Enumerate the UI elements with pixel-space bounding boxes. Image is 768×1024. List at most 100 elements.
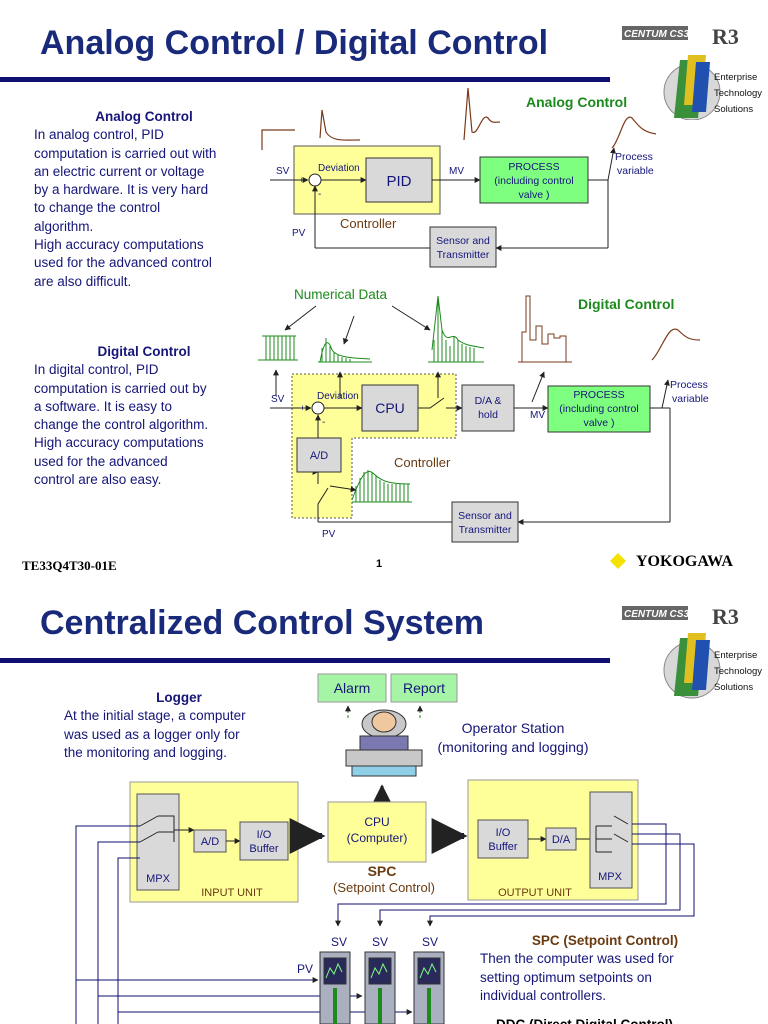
nd-arrow-2	[342, 315, 355, 345]
digital-pv-label: PV	[322, 529, 336, 540]
ddc-heading-partial: DDC (Direct Digital Control)	[496, 1016, 673, 1024]
logo-band-dark	[622, 26, 688, 40]
analog-sensor-box	[429, 226, 497, 268]
pv-output-label: variable	[617, 165, 654, 177]
control-diagrams: Analog Control PID PROCESS (including co…	[258, 87, 709, 543]
report-label: Report	[403, 680, 445, 696]
spc-heading: SPC (Setpoint Control)	[531, 933, 679, 948]
analog-line: algorithm.	[34, 218, 94, 234]
output-mpx-label: MPX	[598, 871, 623, 883]
analog-process-box	[479, 156, 589, 204]
input-io-line: I/O	[257, 829, 272, 841]
digital-summing-junction	[311, 401, 325, 415]
plus-sign: +	[299, 175, 304, 185]
mv-waveform	[463, 87, 501, 141]
logo-band-text: CENTUM CS3000 R3	[624, 609, 722, 620]
digital-controller-label: Controller	[394, 455, 451, 470]
mv-label: MV	[449, 166, 464, 177]
digital-minus-sign: -	[322, 417, 325, 428]
cs3000-logo: CENTUM CS3000 R3 R3 Enterprise Technolog…	[614, 0, 764, 121]
title-rule	[0, 658, 610, 663]
slide-analog-digital: Analog Control / Digital Control CENTUM …	[0, 0, 764, 573]
logo-r3: R3	[712, 604, 739, 629]
sampled-mv-waveform	[428, 295, 485, 363]
sample-switch	[317, 472, 329, 522]
input-io-line: Buffer	[249, 843, 278, 855]
digital-line: computation is carried out by	[34, 380, 207, 396]
input-mpx-label: MPX	[146, 873, 171, 885]
output-io-line: I/O	[496, 827, 511, 839]
sv-wire-1	[337, 823, 667, 924]
operator-station-label: Operator Station	[462, 720, 565, 736]
digital-deviation-label: Deviation	[317, 391, 359, 402]
input-wire-2	[97, 841, 140, 1024]
pv-label: PV	[292, 228, 306, 239]
digital-pv-waveform	[651, 328, 701, 361]
logo-blue-bar	[692, 62, 710, 112]
digital-heading: Digital Control	[97, 344, 191, 359]
spc-line: Then the computer was used for	[480, 951, 674, 967]
logo-line-2: Technology	[714, 666, 762, 677]
digital-process-box	[547, 385, 651, 433]
input-mux-switches	[139, 815, 175, 843]
output-io-line: Buffer	[488, 841, 517, 853]
digital-process-line: valve )	[584, 417, 615, 429]
ad-label: A/D	[310, 450, 328, 462]
operator-station-sub: (monitoring and logging)	[438, 739, 589, 755]
analog-line: to change the control	[34, 200, 161, 216]
output-io-box	[477, 819, 529, 859]
centralized-diagram: Alarm Report Operator Station (monitorin…	[75, 673, 695, 1024]
controller-station-2	[364, 951, 396, 1024]
digital-pv-output-label: Process	[670, 379, 708, 391]
analog-diagram-heading: Analog Control	[526, 94, 627, 110]
logger-line: was used as a logger only for	[64, 726, 240, 742]
sv-step-waveform	[261, 129, 295, 150]
slide-centralized-control: Centralized Control System CENTUM CS3000…	[0, 590, 768, 1024]
yokogawa-diamond-icon	[610, 553, 626, 569]
input-unit-label: INPUT UNIT	[201, 887, 263, 899]
digital-plus-sign: +	[300, 403, 305, 413]
cpu-line: CPU	[364, 815, 389, 829]
pv-sample-arrow	[329, 485, 357, 493]
analog-line: an electric current or voltage	[34, 163, 205, 179]
numerical-data-label: Numerical Data	[294, 287, 388, 302]
slide-title: Centralized Control System	[40, 604, 484, 642]
sensor-line: Transmitter	[437, 249, 490, 261]
output-da-label: D/A	[552, 834, 571, 846]
analog-line: computation is carried out with	[34, 145, 217, 161]
cpu-label: CPU	[375, 400, 405, 416]
spc-label: SPC	[368, 863, 397, 879]
process-line: valve )	[519, 189, 550, 201]
logger-line: At the initial stage, a computer	[64, 708, 246, 724]
digital-description: Digital Control In digital control, PID …	[34, 343, 254, 489]
page-number: 1	[376, 558, 383, 570]
held-output-waveform	[518, 295, 572, 363]
da-line: hold	[478, 409, 498, 421]
sampled-pv-waveform	[351, 470, 412, 503]
sv-label-2: SV	[372, 935, 388, 949]
pv-out-arrow	[607, 147, 616, 181]
sampled-deviation-waveform	[318, 338, 372, 363]
sv-label-1: SV	[331, 935, 347, 949]
sampled-sv-waveform	[258, 335, 298, 361]
digital-line: control are also easy.	[34, 472, 162, 488]
analog-line: are also difficult.	[34, 273, 132, 289]
digital-line: a software. It is easy to	[34, 398, 173, 414]
analog-description: Analog Control In analog control, PID co…	[34, 108, 254, 291]
logger-line: the monitoring and logging.	[64, 744, 227, 760]
input-mpx-box	[136, 793, 180, 891]
nd-arrow-1	[284, 305, 317, 331]
pid-label: PID	[386, 173, 411, 190]
input-wire-3	[117, 857, 140, 1024]
sv-label-3: SV	[422, 935, 438, 949]
input-io-box	[239, 821, 289, 861]
document-code: TE33Q4T30-01E	[22, 558, 117, 573]
output-unit-label: OUTPUT UNIT	[498, 887, 572, 899]
mv-sample-arrow	[531, 371, 545, 403]
digital-line: change the control algorithm.	[34, 417, 209, 433]
spc-line: individual controllers.	[480, 987, 607, 1003]
spc-sub: (Setpoint Control)	[333, 880, 435, 895]
logo-line-3: Solutions	[714, 104, 753, 115]
alarm-label: Alarm	[334, 680, 371, 696]
digital-mv-label: MV	[530, 410, 545, 421]
